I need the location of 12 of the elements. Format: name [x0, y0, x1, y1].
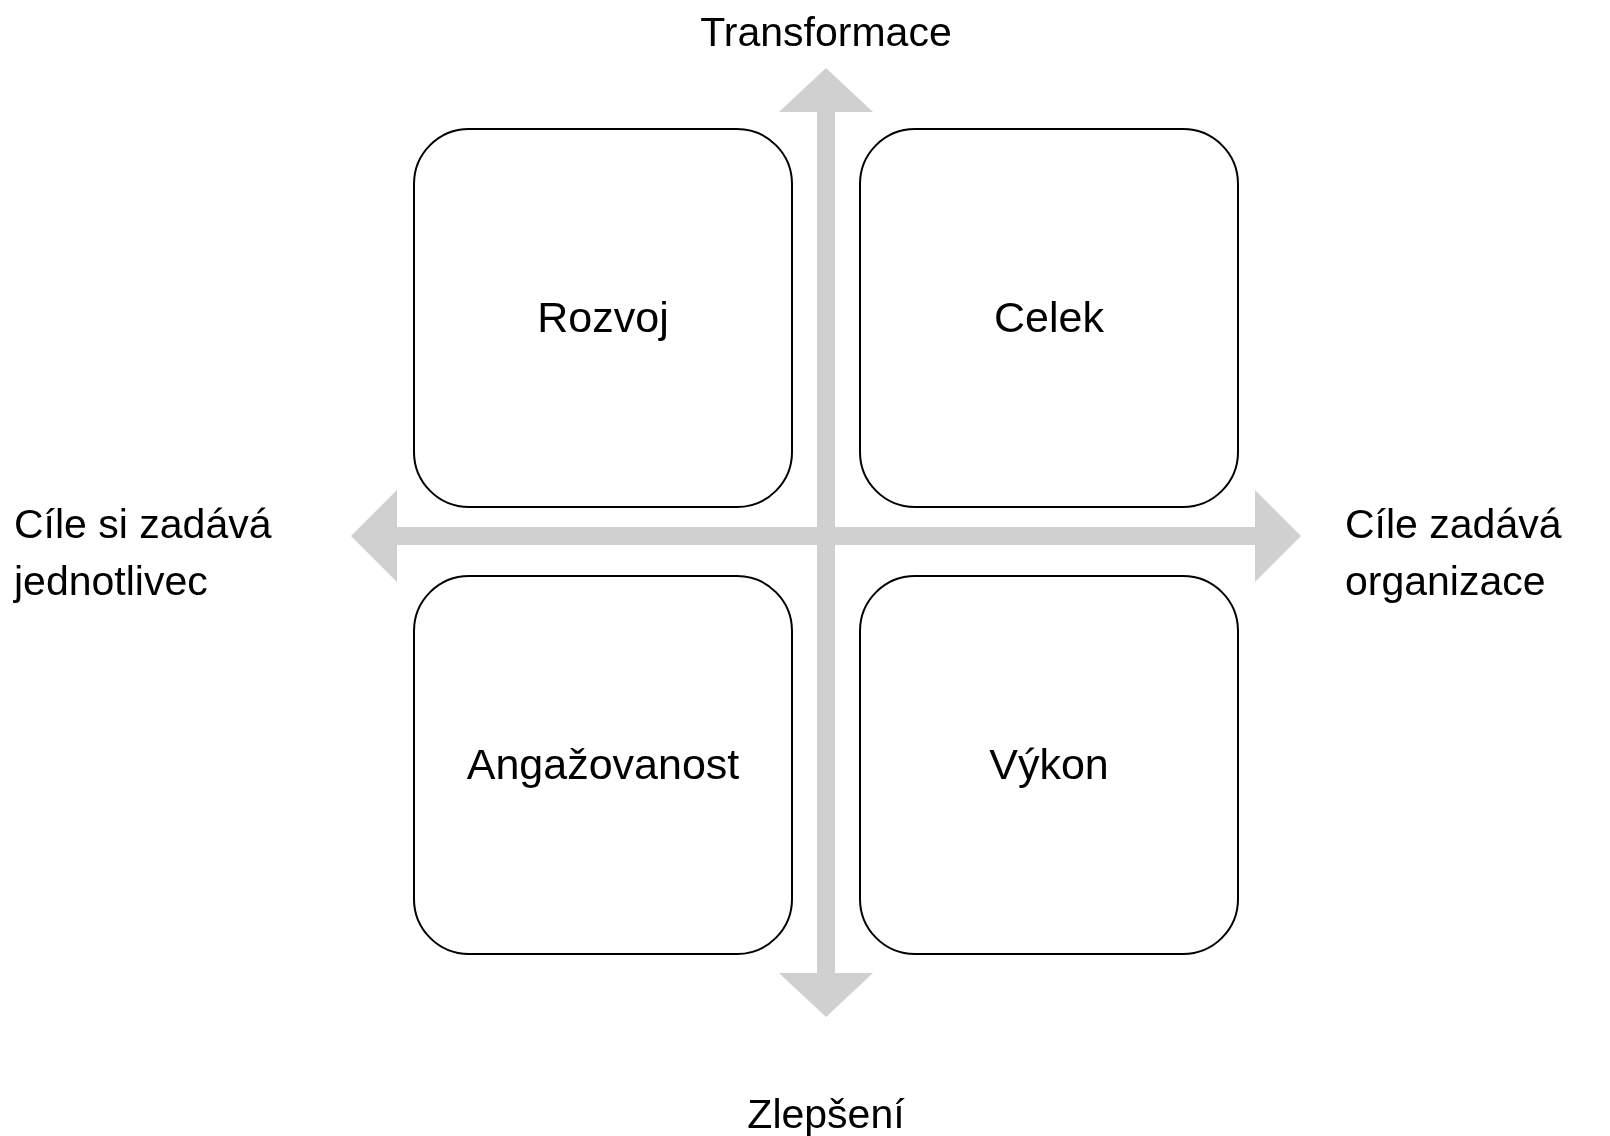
- quadrant-box: [413, 128, 793, 508]
- axis-label: Cíle si zadává jednotlivec: [14, 500, 273, 607]
- axis-label: Zlepšení: [746, 1090, 906, 1136]
- quadrant-box: [859, 575, 1239, 955]
- axis-label: Cíle zadává organizace: [1345, 500, 1563, 607]
- quadrant-title: Angažovanost: [466, 739, 740, 791]
- quadrant-title: Celek: [994, 292, 1104, 344]
- axis-label: Transformace: [699, 8, 953, 57]
- quadrant-box: [859, 128, 1239, 508]
- quadrant-title: Výkon: [989, 739, 1109, 791]
- quadrant-box: [413, 575, 793, 955]
- quadrant-title: Rozvoj: [537, 292, 669, 344]
